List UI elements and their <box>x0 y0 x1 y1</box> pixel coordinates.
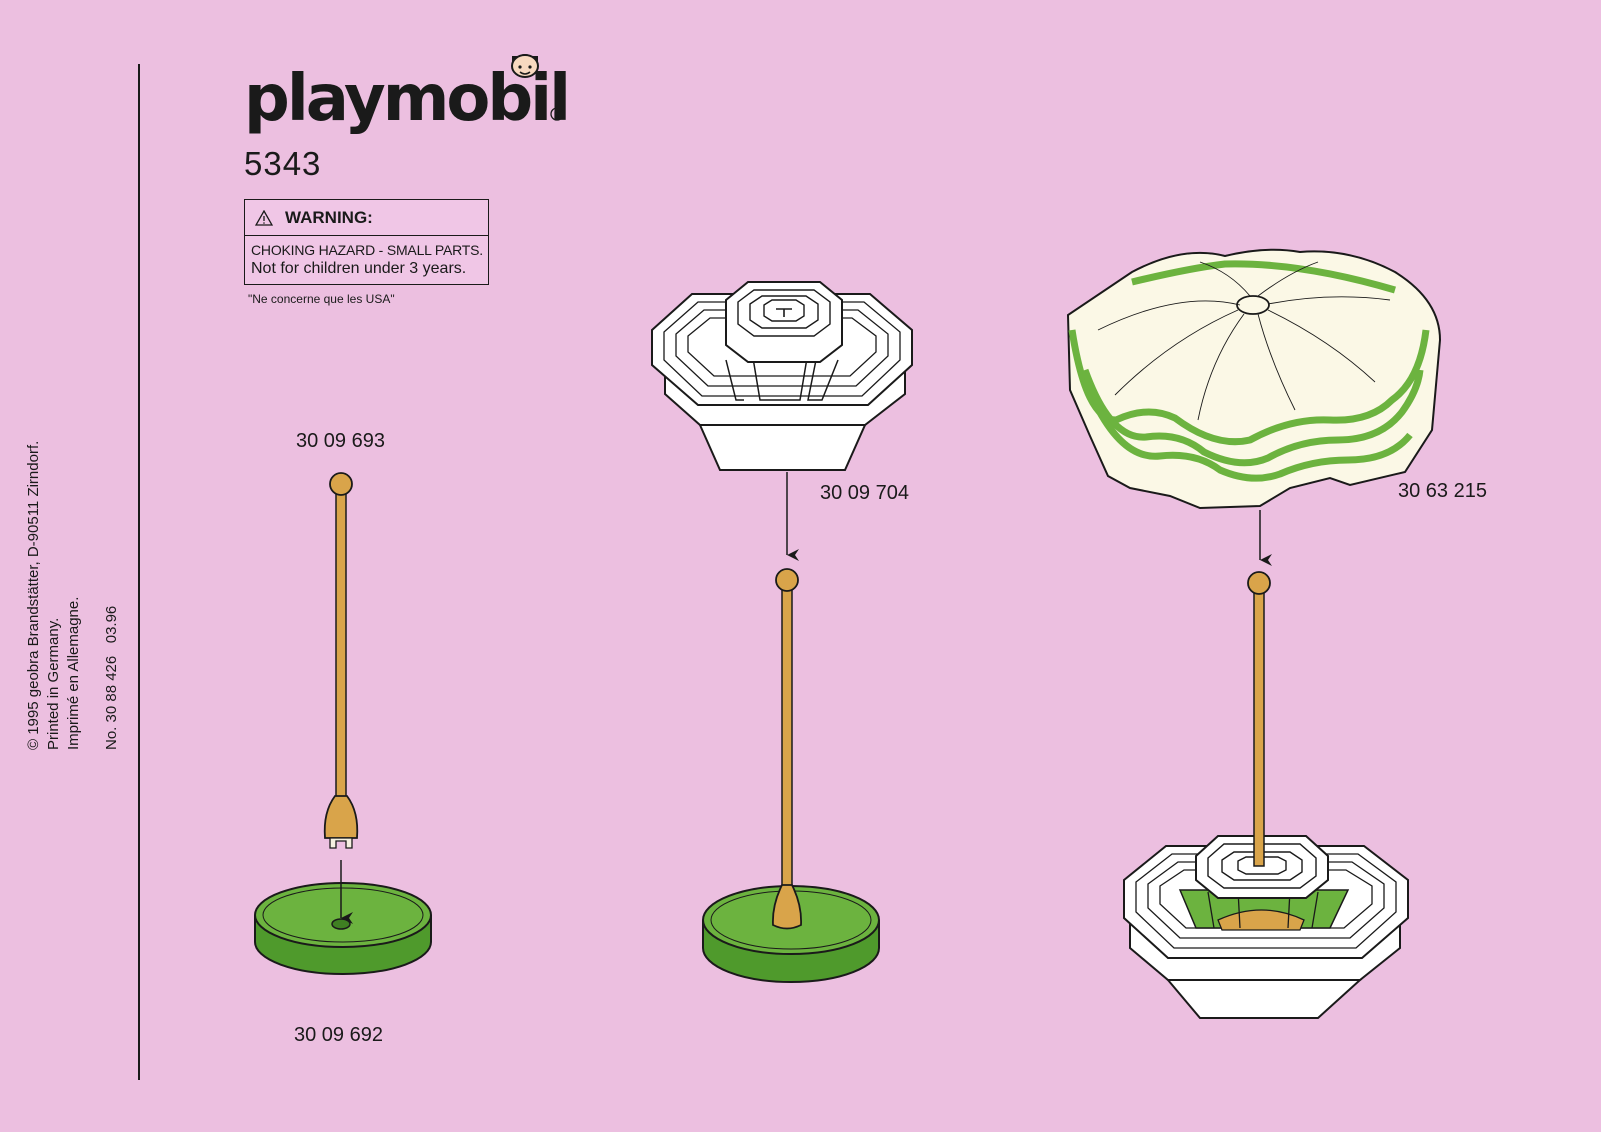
step2-stand <box>651 281 913 471</box>
warning-box: WARNING: CHOKING HAZARD - SMALL PARTS. N… <box>244 199 489 285</box>
logo-graphic: playmobil R <box>244 54 571 136</box>
part-label-umbrella: 30 63 215 <box>1398 480 1487 502</box>
part-label-base: 30 09 692 <box>294 1024 383 1046</box>
step1-pole <box>323 472 359 849</box>
step3-assembly <box>1123 571 1409 1019</box>
warning-line-1: CHOKING HAZARD - SMALL PARTS. <box>251 242 483 258</box>
warning-divider <box>245 235 488 236</box>
usa-note: "Ne concerne que les USA" <box>248 292 395 306</box>
step2-pole <box>772 568 802 930</box>
logo-figure-icon <box>511 54 539 78</box>
product-number: 5343 <box>244 145 322 182</box>
step3-umbrella <box>1066 248 1442 510</box>
warning-header: WARNING: <box>255 208 373 228</box>
logo-wordmark: playmobil <box>244 62 568 136</box>
part-label-pole: 30 09 693 <box>296 430 385 452</box>
playmobil-logo: playmobil R <box>244 44 574 144</box>
warning-triangle-icon <box>255 210 273 226</box>
vertical-rule <box>138 64 140 1080</box>
step1-base <box>254 882 432 975</box>
warning-line-2: Not for children under 3 years. <box>251 260 467 277</box>
part-label-stand: 30 09 704 <box>820 482 909 504</box>
warning-title: WARNING: <box>285 208 373 227</box>
svg-text:R: R <box>554 111 560 121</box>
